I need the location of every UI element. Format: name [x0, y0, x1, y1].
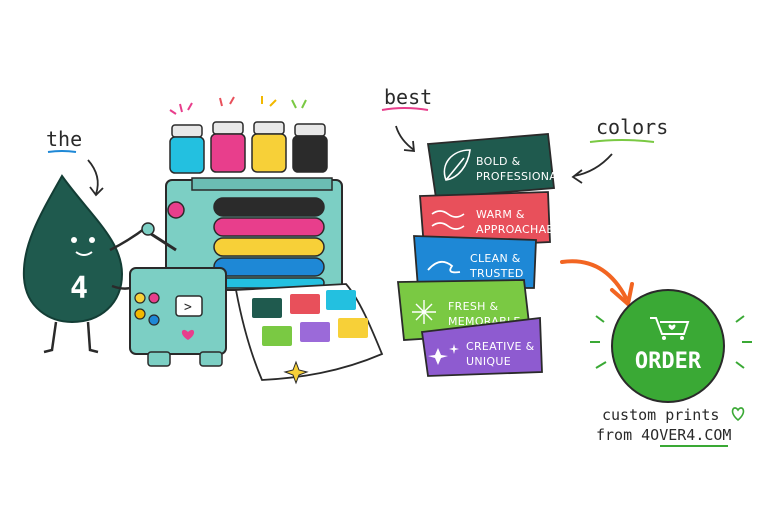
heart-icon	[181, 329, 195, 340]
star-sparkle-icon	[283, 360, 309, 385]
card-bold-professional[interactable]: BOLD & PROFESSIONAL	[426, 133, 564, 199]
mascot-smile	[75, 251, 93, 256]
leaf-icon	[443, 149, 471, 181]
ink-bottle-cyan	[169, 124, 205, 174]
order-sparkles	[590, 315, 752, 369]
wave-icon	[427, 260, 461, 274]
card-5-line2: UNIQUE	[466, 355, 511, 368]
printer-wheel	[167, 201, 185, 219]
ink-bottle-black	[292, 123, 328, 173]
card-5-line1: CREATIVE &	[466, 340, 535, 353]
waves-icon	[431, 210, 465, 230]
panel-screen	[175, 295, 203, 317]
the-underline	[47, 150, 77, 153]
swatch-green-dark	[252, 298, 282, 318]
mascot-number: 4	[70, 271, 88, 306]
swatch-yellow	[338, 318, 368, 338]
card-3-line1: CLEAN &	[470, 252, 521, 265]
card-warm-approachable[interactable]: WARM & APPROACHABLE	[419, 191, 568, 249]
ink-bottle-magenta	[210, 121, 246, 173]
card-creative-unique[interactable]: CREATIVE & UNIQUE	[420, 316, 543, 377]
order-caption-line2: from 4OVER4.COM	[596, 426, 731, 444]
roller-blue	[213, 257, 325, 277]
order-caption-line1: custom prints	[602, 406, 719, 424]
arrow-order-icon	[560, 259, 628, 300]
mascot-eye-right	[89, 237, 95, 243]
cart-icon	[650, 317, 690, 335]
card-2-line1: WARM &	[476, 208, 525, 221]
roller-yellow	[213, 237, 325, 257]
heart-icon	[668, 324, 676, 330]
card-4-line1: FRESH &	[448, 300, 498, 313]
sparkle-marks	[169, 102, 193, 115]
arrow-colors-icon	[571, 153, 613, 184]
panel-button-yellow[interactable]	[134, 292, 146, 304]
roller-black	[213, 197, 325, 217]
mascot-eye-left	[71, 237, 77, 243]
sparkle-icon	[412, 300, 436, 324]
word-colors: colors	[596, 115, 668, 139]
card-1-line1: BOLD &	[476, 155, 521, 168]
word-the: the	[46, 127, 82, 151]
arrow-best-icon	[395, 125, 416, 153]
swatch-cyan	[326, 290, 356, 310]
card-3-line2: TRUSTED	[469, 267, 524, 280]
best-underline	[381, 107, 429, 111]
panel-screen-symbol: >	[184, 300, 192, 315]
card-1-line2: PROFESSIONAL	[476, 170, 564, 183]
stars-icon	[428, 344, 459, 365]
swatch-purple	[300, 322, 330, 342]
panel-button-orange[interactable]	[134, 308, 146, 320]
word-best: best	[384, 85, 432, 109]
printer-lever	[147, 230, 177, 252]
panel-button-pink[interactable]	[148, 292, 160, 304]
mascot-legs	[43, 321, 99, 354]
card-clean-trusted[interactable]: CLEAN & TRUSTED	[413, 235, 537, 289]
arrow-the-icon	[87, 159, 104, 197]
heart-outline-icon	[731, 407, 745, 422]
colors-underline	[589, 139, 655, 143]
ink-bottle-yellow	[251, 121, 287, 173]
order-label: ORDER	[635, 349, 702, 374]
swatch-lime	[262, 326, 292, 346]
card-2-line2: APPROACHABLE	[476, 223, 568, 236]
printing-press: >	[129, 96, 384, 385]
order-button[interactable]: ORDER	[611, 289, 725, 403]
panel-button-blue[interactable]	[148, 314, 160, 326]
roller-magenta	[213, 217, 325, 237]
swatch-coral	[290, 294, 320, 314]
